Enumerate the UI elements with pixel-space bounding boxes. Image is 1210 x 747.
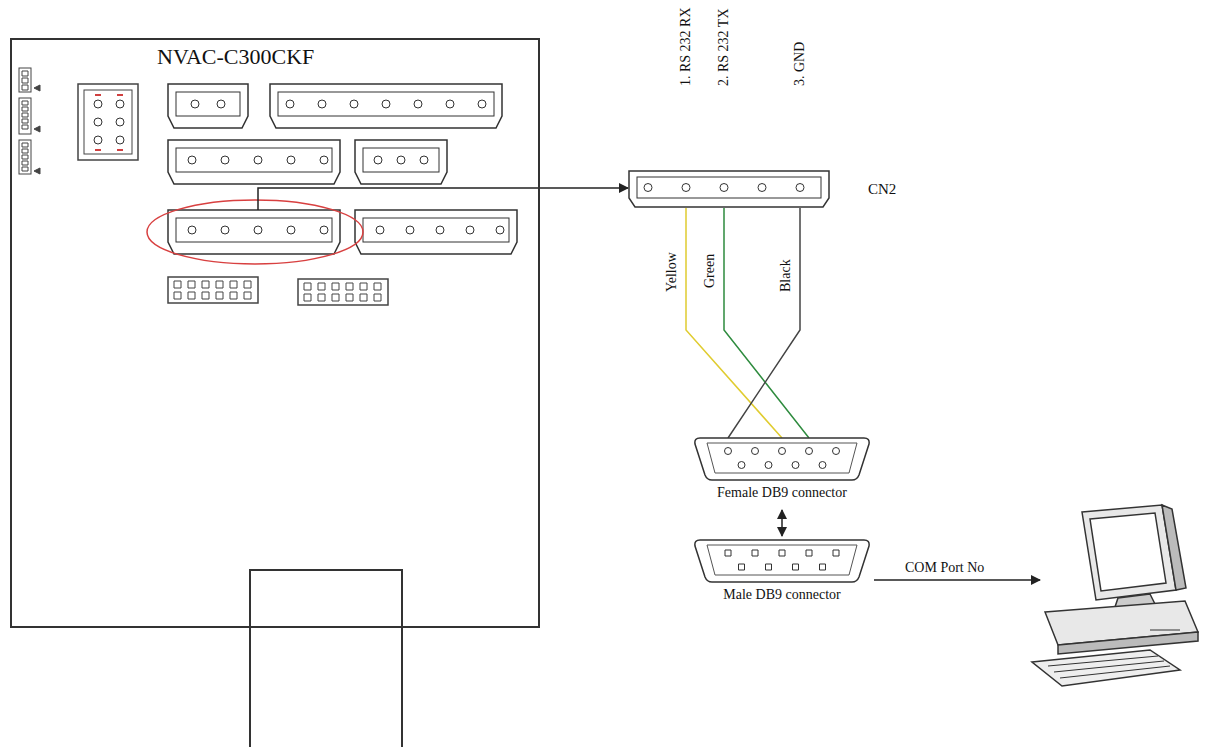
connector-inner — [363, 148, 439, 172]
db9-inner — [707, 545, 857, 575]
highlight-ellipse — [147, 200, 363, 264]
header-pins — [94, 100, 124, 144]
header-pins — [174, 281, 251, 299]
pin-label: 2. RS 232 TX — [716, 8, 732, 86]
connector-inner — [176, 92, 240, 116]
connector-inner — [176, 148, 332, 172]
connector-pins — [286, 100, 486, 108]
wire-color-label: Green — [702, 254, 718, 288]
connector-outline — [168, 210, 340, 254]
cn2-inner — [637, 177, 821, 198]
strip-connector — [19, 68, 31, 92]
cn2-connector: CN2 — [628, 170, 908, 208]
strip-pins — [22, 143, 28, 171]
strip-pins — [22, 101, 28, 129]
cn2-body — [629, 171, 829, 207]
mating-arrow — [781, 510, 783, 536]
header-pins — [304, 283, 381, 301]
monitor — [1082, 505, 1176, 600]
strip-connector — [19, 140, 31, 174]
board-tab — [250, 570, 402, 747]
db9-sockets — [725, 448, 840, 469]
board-tab-outline — [250, 570, 402, 747]
drive-slot — [1150, 630, 1180, 631]
connector-pins — [376, 226, 504, 234]
strip-connector — [19, 98, 31, 134]
db9-inner — [707, 443, 857, 473]
connector-inner — [363, 218, 509, 242]
computer-case-front — [1058, 632, 1198, 654]
cn2-pins — [644, 184, 804, 192]
db9-shell — [695, 438, 869, 480]
leader-line — [258, 188, 540, 210]
computer-icon — [1032, 505, 1198, 686]
circuit-board: NVAC-C300CKF — [10, 38, 540, 628]
connector-pins — [188, 226, 328, 234]
header-outline — [298, 279, 388, 305]
com-port-arrow — [874, 579, 1040, 581]
db9-shell — [695, 540, 869, 582]
db9-pins — [725, 550, 839, 570]
connector-pins — [188, 156, 328, 164]
connector-inner — [278, 92, 494, 116]
black-wire — [728, 208, 800, 438]
board-label: NVAC-C300CKF — [157, 44, 314, 70]
left-strip-connectors — [19, 68, 40, 174]
pin-header-2x3 — [78, 84, 138, 160]
header-inner — [84, 90, 132, 154]
connector-label: Male DB9 connector — [692, 587, 872, 603]
strip-pins — [22, 71, 28, 90]
pointer-arrow — [540, 187, 628, 189]
connector-outline — [168, 140, 340, 184]
male-db9-connector: Male DB9 connector — [692, 538, 872, 610]
db9-outline — [692, 436, 872, 482]
monitor-screen — [1090, 513, 1166, 591]
connector-pins — [374, 156, 428, 164]
wire-color-label: Yellow — [664, 252, 680, 292]
green-wire — [724, 208, 809, 438]
keyboard — [1032, 650, 1180, 686]
board-connectors — [168, 84, 517, 254]
connector-outline — [270, 84, 502, 128]
strip-marker — [34, 85, 40, 91]
connector-label: Female DB9 connector — [692, 485, 872, 501]
pin-label: 1. RS 232 RX — [678, 7, 694, 86]
connector-pins — [191, 100, 225, 108]
yellow-wire — [686, 208, 782, 438]
header-outline — [78, 84, 138, 160]
db9-outline — [692, 538, 872, 584]
connector-inner — [176, 218, 332, 242]
header-marks — [95, 95, 123, 150]
header-outline — [168, 277, 258, 303]
connector-outline — [355, 210, 517, 254]
connector-outline — [355, 140, 447, 184]
port-label: COM Port No — [905, 560, 984, 576]
connector-outline — [168, 84, 248, 128]
strip-marker — [34, 126, 40, 132]
strip-marker — [34, 168, 40, 174]
connector-label: CN2 — [868, 180, 896, 198]
keyboard-keys — [1048, 656, 1170, 678]
wire-color-label: Black — [778, 259, 794, 292]
pin-headers-2x6 — [168, 277, 388, 305]
female-db9-connector: Female DB9 connector — [692, 436, 872, 508]
connector-outline — [628, 170, 830, 208]
pin-label: 3. GND — [792, 42, 808, 86]
